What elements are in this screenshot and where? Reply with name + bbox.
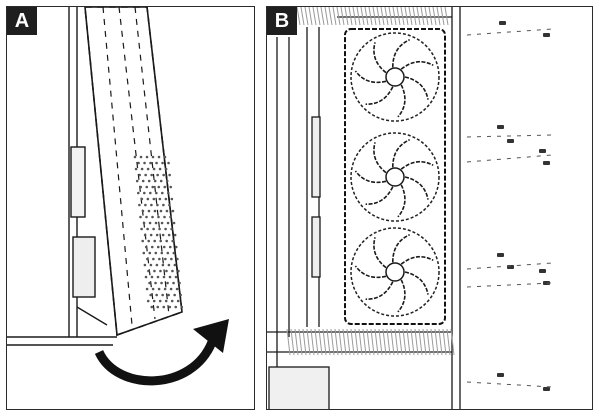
panel-b-illustration (267, 7, 553, 409)
panel-a: A (6, 6, 255, 410)
panel-a-illustration (7, 7, 229, 386)
fan-icon (344, 28, 446, 325)
side-panel-guides (466, 28, 553, 388)
panel-b-label: B (267, 7, 297, 35)
hatch-bands (286, 7, 455, 356)
panel-b: B (266, 6, 593, 410)
front-panel (84, 7, 183, 337)
panel-a-label: A (7, 7, 37, 35)
case-frame (7, 7, 117, 346)
curved-arrow-icon (94, 319, 229, 386)
mesh-area (133, 155, 184, 309)
screw-marks (497, 21, 550, 391)
